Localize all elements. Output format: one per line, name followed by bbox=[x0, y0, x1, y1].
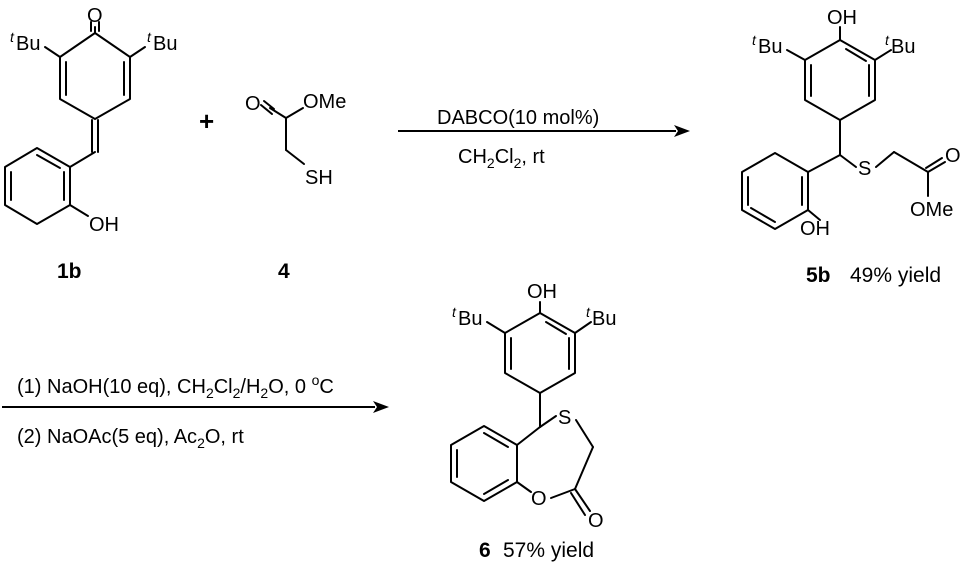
conditions-step-2: (2) NaOAc(5 eq), Ac2O, rt bbox=[17, 426, 244, 451]
atom-s: S bbox=[858, 158, 871, 180]
compound-label-5b: 5b bbox=[806, 264, 831, 287]
atom-carbonyl-o: O bbox=[87, 5, 103, 27]
atom-carbonyl-o: O bbox=[245, 93, 261, 115]
atom-sh: SH bbox=[305, 167, 333, 189]
atom-oh-top: OH bbox=[827, 7, 857, 29]
compound-label-1b: 1b bbox=[57, 260, 82, 283]
compound-label-4: 4 bbox=[278, 260, 290, 283]
reagent-dabco: DABCO(10 mol%) bbox=[437, 107, 599, 129]
plus-sign: + bbox=[199, 106, 214, 136]
atom-carbonyl-o: O bbox=[588, 510, 604, 532]
tbu-t-right: t bbox=[885, 32, 890, 48]
tbu-left: Bu bbox=[16, 33, 40, 55]
atom-ome: OMe bbox=[910, 199, 953, 221]
tbu-t-right: t bbox=[586, 304, 591, 320]
atom-oh-top: OH bbox=[527, 281, 557, 303]
atom-oh: OH bbox=[89, 214, 119, 236]
compound-5b: OH t Bu t Bu S O OMe OH 5b 49% yield bbox=[741, 7, 961, 287]
atom-s: S bbox=[558, 407, 571, 429]
compound-4: O OMe SH 4 bbox=[245, 91, 346, 283]
atom-ome: OMe bbox=[303, 91, 346, 113]
conditions-step-1: (1) NaOH(10 eq), CH2Cl2/H2O, 0 oC bbox=[17, 372, 334, 401]
tbu-t-left: t bbox=[10, 29, 15, 45]
tbu-right: Bu bbox=[891, 36, 915, 58]
reaction-arrow-1: DABCO(10 mol%) CH2Cl2, rt bbox=[398, 107, 690, 171]
tbu-left: Bu bbox=[458, 308, 482, 330]
reaction-arrow-2: (1) NaOH(10 eq), CH2Cl2/H2O, 0 oC (2) Na… bbox=[2, 372, 389, 451]
atom-ring-o: O bbox=[531, 488, 547, 510]
tbu-t-left: t bbox=[452, 304, 457, 320]
tbu-left: Bu bbox=[758, 36, 782, 58]
yield-6: 57% yield bbox=[503, 539, 594, 562]
atom-carbonyl-o: O bbox=[945, 145, 961, 167]
tbu-right: Bu bbox=[153, 33, 177, 55]
compound-6: OH t Bu t Bu S O O 6 57% yield bbox=[450, 281, 616, 562]
compound-label-6: 6 bbox=[479, 539, 491, 562]
tbu-t-left: t bbox=[752, 32, 757, 48]
atom-oh: OH bbox=[800, 218, 830, 240]
solvent-conditions-1: CH2Cl2, rt bbox=[458, 146, 545, 171]
compound-1b: O t Bu t Bu OH 1b bbox=[4, 5, 177, 283]
tbu-t-right: t bbox=[147, 29, 152, 45]
yield-5b: 49% yield bbox=[850, 264, 941, 287]
tbu-right: Bu bbox=[592, 308, 616, 330]
